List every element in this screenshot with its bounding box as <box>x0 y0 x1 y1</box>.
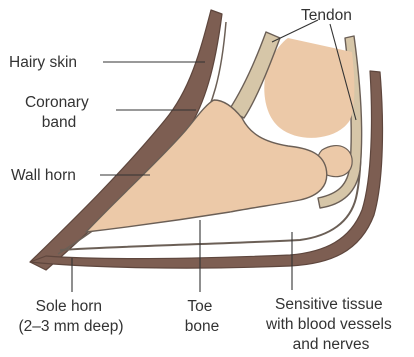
label-sole-horn: Sole horn (2–3 mm deep) <box>18 298 123 335</box>
label-hairy-skin: Hairy skin <box>9 54 77 71</box>
label-toe-bone: Toe bone <box>185 298 219 335</box>
pastern-bone <box>264 38 354 138</box>
label-sensitive-tissue: Sensitive tissue with blood vessels and … <box>265 296 396 353</box>
label-tendon: Tendon <box>301 7 352 24</box>
label-coronary-band: Coronary band <box>25 94 93 131</box>
label-wall-horn: Wall horn <box>11 167 76 184</box>
